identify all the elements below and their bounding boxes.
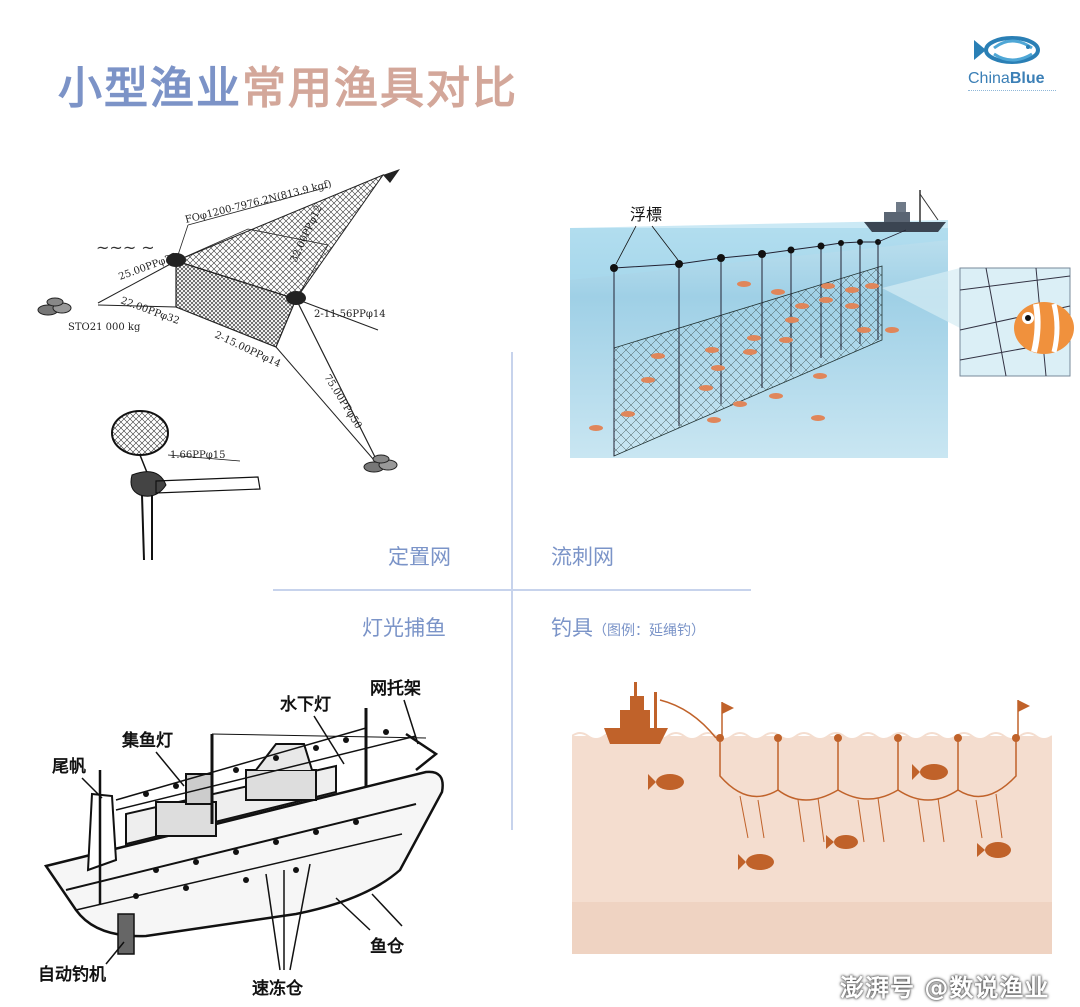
logo-text-bold: Blue: [1009, 70, 1045, 87]
caught-fish-icon: [1014, 302, 1074, 354]
fish-logo-icon: [974, 36, 1040, 64]
horizontal-divider: [273, 589, 751, 591]
label-net-rack: 网托架: [370, 678, 421, 699]
label-pp50: 75.00PPφ50: [321, 373, 363, 431]
drift-gillnet-diagram: 浮標: [570, 190, 1074, 458]
title-part-2: 常用渔具对比: [242, 63, 518, 114]
anchor-rocks-left: [37, 297, 72, 316]
label-hook-gear: 钓具（图例：延绳钓）: [551, 612, 705, 642]
label-fish-hold: 鱼仓: [370, 936, 405, 957]
label-fish-lamp: 集鱼灯: [121, 730, 173, 751]
set-net-diagram: ~~~ ~ FOφ1200-7976.2N(813.9 kgf) 25.00PP…: [37, 169, 400, 561]
logo-text: ChinaBlue: [968, 70, 1044, 88]
gillnet-fish: [589, 281, 899, 431]
label-hook-gear-main: 钓具: [551, 616, 593, 640]
label-hook-gear-note: （图例：延绳钓）: [593, 623, 705, 639]
chinablue-logo: ChinaBlue: [968, 34, 1058, 96]
label-set-net: 定置网: [388, 545, 451, 569]
page-title: 小型渔业常用渔具对比: [58, 52, 518, 116]
label-light-fishing: 灯光捕鱼: [362, 616, 446, 640]
float-detail: [111, 410, 261, 561]
fishing-ship-icon: [864, 190, 946, 232]
label-auto-jigger: 自动钓机: [38, 964, 106, 985]
label-underwater-lamp: 水下灯: [280, 694, 331, 715]
label-tail-sail: 尾帆: [52, 756, 86, 777]
vertical-divider: [511, 352, 513, 830]
light-fishing-boat-diagram: 尾帆 集鱼灯 水下灯 网托架 鱼仓 速冻仓 自动钓机: [38, 678, 444, 999]
label-freezer: 速冻仓: [252, 978, 304, 999]
longline-fish: [648, 764, 1011, 870]
logo-tagline-line: [968, 90, 1056, 93]
hook-branches: [739, 793, 1003, 843]
longline-diagram: [572, 682, 1052, 954]
wave-marks: ~~~ ~: [96, 238, 155, 257]
logo-text-light: China: [968, 70, 1010, 87]
label-pp15: 1.66PPφ15: [170, 450, 225, 461]
anchor-rocks-right: [363, 454, 398, 473]
longline-boat-icon: [604, 682, 668, 744]
label-drift-gillnet: 流刺网: [551, 545, 614, 569]
buoy-flags: [721, 700, 1030, 736]
label-sto: STO21 000 kg: [68, 322, 141, 333]
title-part-1: 小型渔业: [58, 63, 242, 114]
label-pp14a: 2-11.56PPφ14: [314, 309, 386, 320]
watermark: 澎湃号 @数说渔业: [840, 974, 1050, 1002]
label-float: 浮標: [630, 205, 662, 224]
